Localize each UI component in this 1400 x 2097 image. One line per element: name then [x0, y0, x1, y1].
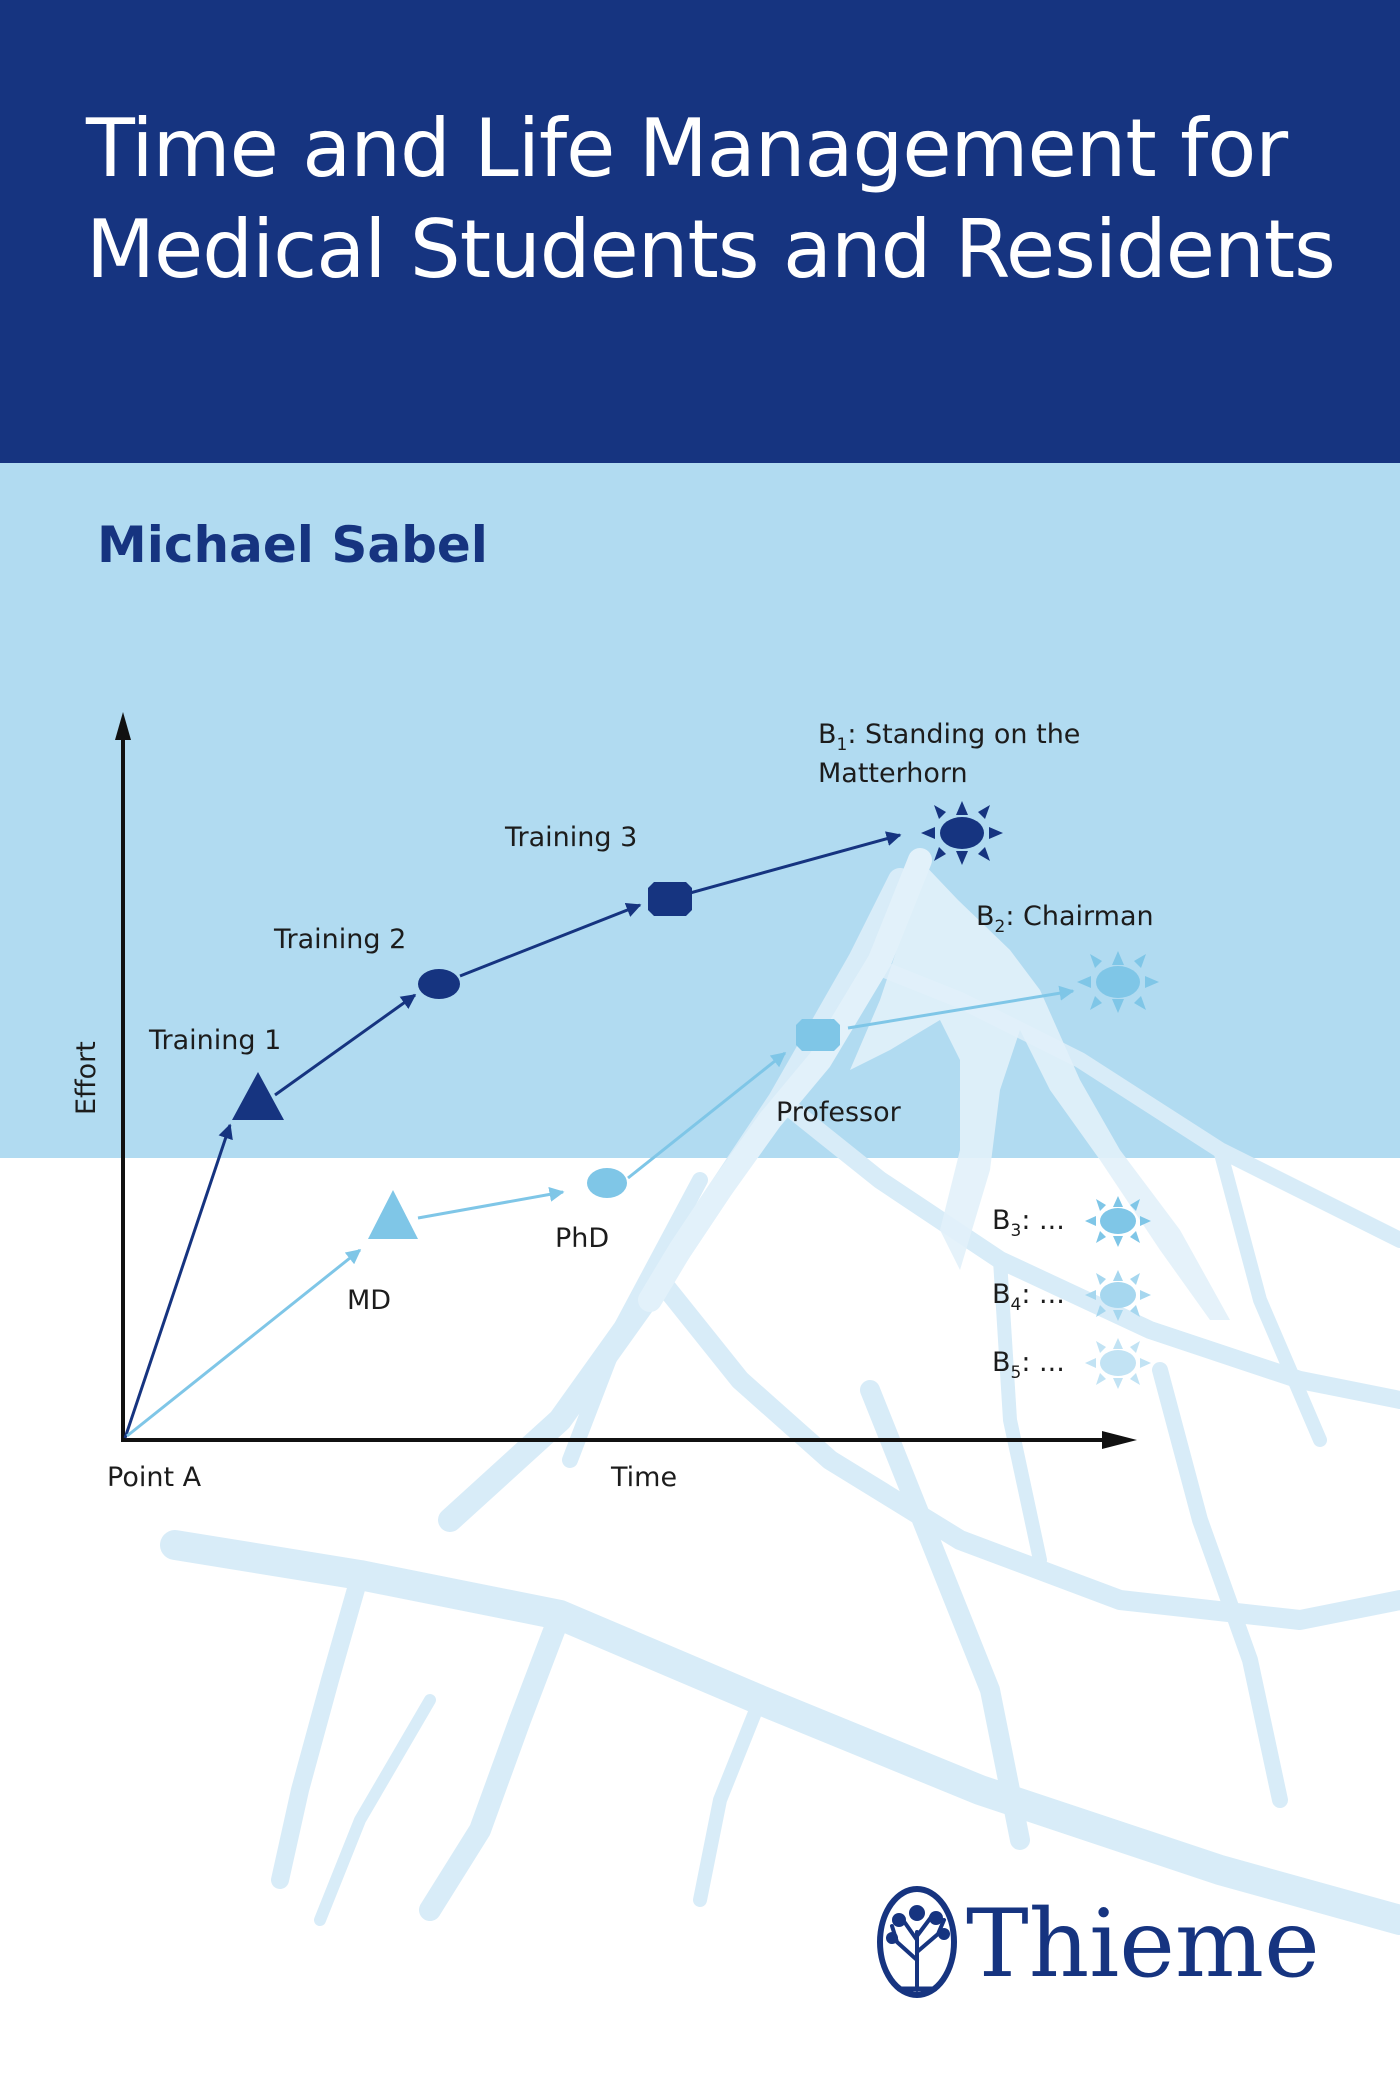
y-axis-arrow: [115, 712, 131, 740]
goal-b3-sun-icon: [1085, 1196, 1151, 1247]
goal-b1-label: B1: Standing on the: [818, 719, 1080, 755]
phd-oval: [587, 1168, 627, 1198]
training-2-label: Training 2: [273, 924, 406, 955]
training-1-triangle: [232, 1072, 284, 1120]
training-1-label: Training 1: [148, 1025, 281, 1056]
training-2-oval: [418, 969, 460, 999]
y-axis-label: Effort: [71, 1041, 102, 1115]
professor-label: Professor: [776, 1097, 902, 1128]
lower-career-path: [126, 985, 1075, 1438]
goal-b1-label-line-2: Matterhorn: [818, 758, 968, 789]
matterhorn-ridge: [638, 848, 932, 1312]
md-triangle: [368, 1190, 418, 1239]
origin-label: Point A: [107, 1462, 202, 1493]
light-blue-band: [0, 463, 1400, 1158]
md-label: MD: [347, 1285, 391, 1316]
publisher-wordmark: Thieme: [966, 1890, 1320, 1999]
upper-career-path: [123, 831, 902, 1439]
training-3-marker: [648, 882, 692, 916]
goal-b4-label: B4: ...: [992, 1279, 1065, 1315]
goal-b4-sun-icon: [1085, 1270, 1151, 1321]
author-name: Michael Sabel: [97, 516, 488, 574]
phd-label: PhD: [555, 1223, 609, 1254]
goal-b5-sun-icon: [1085, 1338, 1151, 1389]
goal-b2-label: B2: Chairman: [976, 901, 1154, 937]
goal-b1-sun-icon: [921, 801, 1003, 865]
title-line-1: Time and Life Management for: [86, 102, 1288, 195]
goal-b3-label: B3: ...: [992, 1205, 1065, 1241]
goal-b2-sun-icon: [1077, 951, 1159, 1013]
x-axis-label: Time: [610, 1462, 677, 1493]
matterhorn-illustration: [160, 868, 1400, 1935]
thieme-tree-logo-icon: [877, 1886, 957, 1998]
title-line-2: Medical Students and Residents: [86, 203, 1336, 296]
professor-marker: [796, 1019, 840, 1051]
x-axis-arrow: [1102, 1431, 1137, 1449]
training-3-label: Training 3: [504, 822, 637, 853]
title-band: [0, 0, 1400, 463]
goal-b5-label: B5: ...: [992, 1347, 1065, 1383]
